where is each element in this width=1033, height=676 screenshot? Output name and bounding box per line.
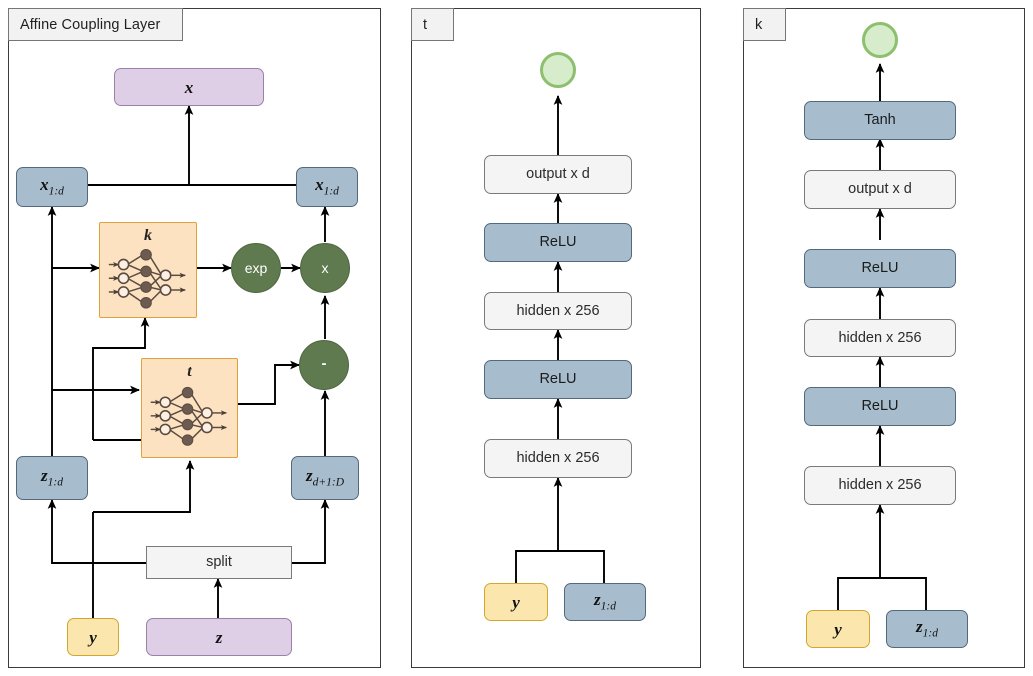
node-x-1d-right-label: x bbox=[315, 175, 324, 195]
node-x-output-label: x bbox=[184, 77, 194, 97]
node-x-1d-left[interactable]: x1:d bbox=[16, 167, 88, 207]
node-network-t-label: t bbox=[187, 363, 192, 380]
node-network-t[interactable]: t bbox=[141, 358, 238, 458]
t-layer-hidden-1-label: hidden x 256 bbox=[516, 450, 600, 467]
node-x-1d-right-sub: 1:d bbox=[323, 185, 339, 198]
t-input-z-1d-sub: 1:d bbox=[600, 600, 616, 613]
t-layer-relu-2[interactable]: ReLU bbox=[484, 223, 632, 262]
k-layer-relu-1[interactable]: ReLU bbox=[804, 387, 956, 426]
panel-title-k: k bbox=[743, 8, 786, 41]
k-input-y[interactable]: y bbox=[806, 610, 870, 648]
t-layer-output-x-d-label: output x d bbox=[526, 166, 590, 183]
k-layer-relu-2-label: ReLU bbox=[861, 260, 899, 277]
t-layer-output-x-d[interactable]: output x d bbox=[484, 155, 632, 194]
node-x-1d-left-label: x bbox=[40, 175, 49, 195]
node-z-d1D-right-sub: d+1:D bbox=[312, 476, 345, 489]
panel-title-affine: Affine Coupling Layer bbox=[8, 8, 183, 41]
panel-title-t-label: t bbox=[423, 16, 428, 33]
node-z-d1D-right-label: z bbox=[305, 466, 313, 486]
node-x-1d-left-sub: 1:d bbox=[48, 185, 64, 198]
neural-net-icon bbox=[108, 248, 186, 309]
panel-title-t: t bbox=[411, 8, 454, 41]
node-split-label: split bbox=[206, 554, 232, 571]
node-split[interactable]: split bbox=[146, 546, 292, 579]
op-multiply-label: x bbox=[321, 260, 329, 276]
t-layer-hidden-1[interactable]: hidden x 256 bbox=[484, 439, 632, 478]
panel-title-k-label: k bbox=[755, 16, 763, 33]
k-layer-hidden-1-label: hidden x 256 bbox=[838, 477, 922, 494]
k-output-endpoint[interactable] bbox=[862, 22, 898, 58]
t-layer-hidden-2[interactable]: hidden x 256 bbox=[484, 292, 632, 330]
op-subtract[interactable]: - bbox=[299, 340, 349, 390]
k-layer-hidden-2-label: hidden x 256 bbox=[838, 329, 922, 346]
t-layer-relu-1[interactable]: ReLU bbox=[484, 360, 632, 399]
t-input-y-label: y bbox=[512, 592, 520, 612]
node-z-d1D-right[interactable]: zd+1:D bbox=[291, 456, 359, 500]
t-layer-relu-1-label: ReLU bbox=[539, 371, 577, 388]
k-layer-output-x-d-label: output x d bbox=[848, 181, 912, 198]
k-layer-hidden-2[interactable]: hidden x 256 bbox=[804, 319, 956, 357]
k-layer-tanh[interactable]: Tanh bbox=[804, 101, 956, 140]
node-x-output[interactable]: x bbox=[114, 68, 264, 106]
op-exp[interactable]: exp bbox=[231, 243, 281, 293]
k-layer-relu-2[interactable]: ReLU bbox=[804, 249, 956, 288]
t-input-z-1d[interactable]: z1:d bbox=[564, 583, 646, 621]
t-input-z-1d-label: z bbox=[594, 590, 601, 610]
op-multiply[interactable]: x bbox=[300, 243, 350, 293]
node-y-input[interactable]: y bbox=[67, 618, 119, 656]
k-layer-relu-1-label: ReLU bbox=[861, 398, 899, 415]
k-layer-hidden-1[interactable]: hidden x 256 bbox=[804, 466, 956, 505]
k-input-z-1d[interactable]: z1:d bbox=[886, 610, 968, 648]
node-network-k-label: k bbox=[144, 227, 152, 244]
op-exp-label: exp bbox=[244, 260, 268, 276]
node-z-1d-left[interactable]: z1:d bbox=[16, 456, 88, 500]
k-input-z-1d-sub: 1:d bbox=[922, 627, 938, 640]
k-input-z-1d-label: z bbox=[916, 617, 923, 637]
node-x-1d-right[interactable]: x1:d bbox=[296, 167, 358, 207]
node-z-1d-left-sub: 1:d bbox=[47, 476, 63, 489]
neural-net-icon bbox=[150, 386, 227, 446]
node-z-input[interactable]: z bbox=[146, 618, 292, 656]
node-network-k[interactable]: k bbox=[99, 222, 197, 318]
t-layer-hidden-2-label: hidden x 256 bbox=[516, 302, 600, 319]
t-output-endpoint[interactable] bbox=[540, 52, 576, 88]
k-input-y-label: y bbox=[834, 619, 842, 639]
node-z-input-label: z bbox=[215, 627, 223, 647]
panel-title-affine-label: Affine Coupling Layer bbox=[20, 16, 161, 33]
k-layer-tanh-label: Tanh bbox=[864, 112, 896, 129]
t-input-y[interactable]: y bbox=[484, 583, 548, 621]
t-layer-relu-2-label: ReLU bbox=[539, 234, 577, 251]
node-y-input-label: y bbox=[89, 627, 97, 647]
k-layer-output-x-d[interactable]: output x d bbox=[804, 170, 956, 209]
node-z-1d-left-label: z bbox=[41, 466, 48, 486]
